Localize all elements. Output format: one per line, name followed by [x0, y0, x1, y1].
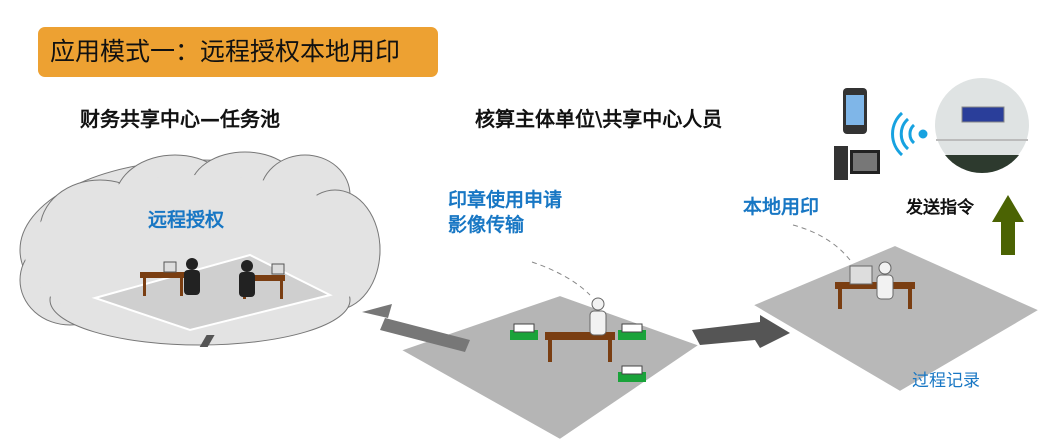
document-stack-icon	[510, 323, 646, 382]
up-arrow-icon	[992, 195, 1024, 255]
remote-auth-label: 远程授权	[148, 209, 225, 231]
seal-apply-label: 印章使用申请	[448, 189, 563, 211]
accounting-unit-heading: 核算主体单位\共享中心人员	[475, 107, 723, 131]
local-stamp-label: 本地用印	[743, 196, 820, 218]
image-transfer-label: 影像传输	[448, 214, 525, 236]
desk-icon	[545, 332, 615, 362]
seal-device-photo-icon	[935, 78, 1029, 174]
seal-machine-icon	[849, 265, 873, 285]
laptop-icon	[163, 261, 285, 275]
desk-icon	[835, 282, 915, 309]
send-command-label: 发送指令	[906, 198, 974, 218]
forward-arrow-icon	[692, 315, 790, 348]
person-icon	[589, 297, 607, 336]
cloud-platform	[91, 253, 333, 332]
person-icon	[184, 258, 255, 297]
local-stamp-platform	[749, 243, 1043, 394]
smartphone-icon	[843, 88, 867, 134]
wifi-icon	[891, 111, 928, 157]
page-title: 应用模式一：远程授权本地用印	[38, 27, 438, 77]
person-icon	[876, 261, 894, 300]
return-arrow-icon	[362, 304, 470, 352]
shared-center-heading: 财务共享中心—任务池	[80, 107, 280, 131]
applicant-platform	[397, 293, 703, 442]
dashed-leader	[531, 261, 591, 296]
process-record-label: 过程记录	[912, 371, 980, 391]
dashed-arrow-stripes	[199, 335, 215, 347]
dashed-leader	[792, 224, 851, 261]
desktop-computer-icon	[834, 146, 880, 180]
